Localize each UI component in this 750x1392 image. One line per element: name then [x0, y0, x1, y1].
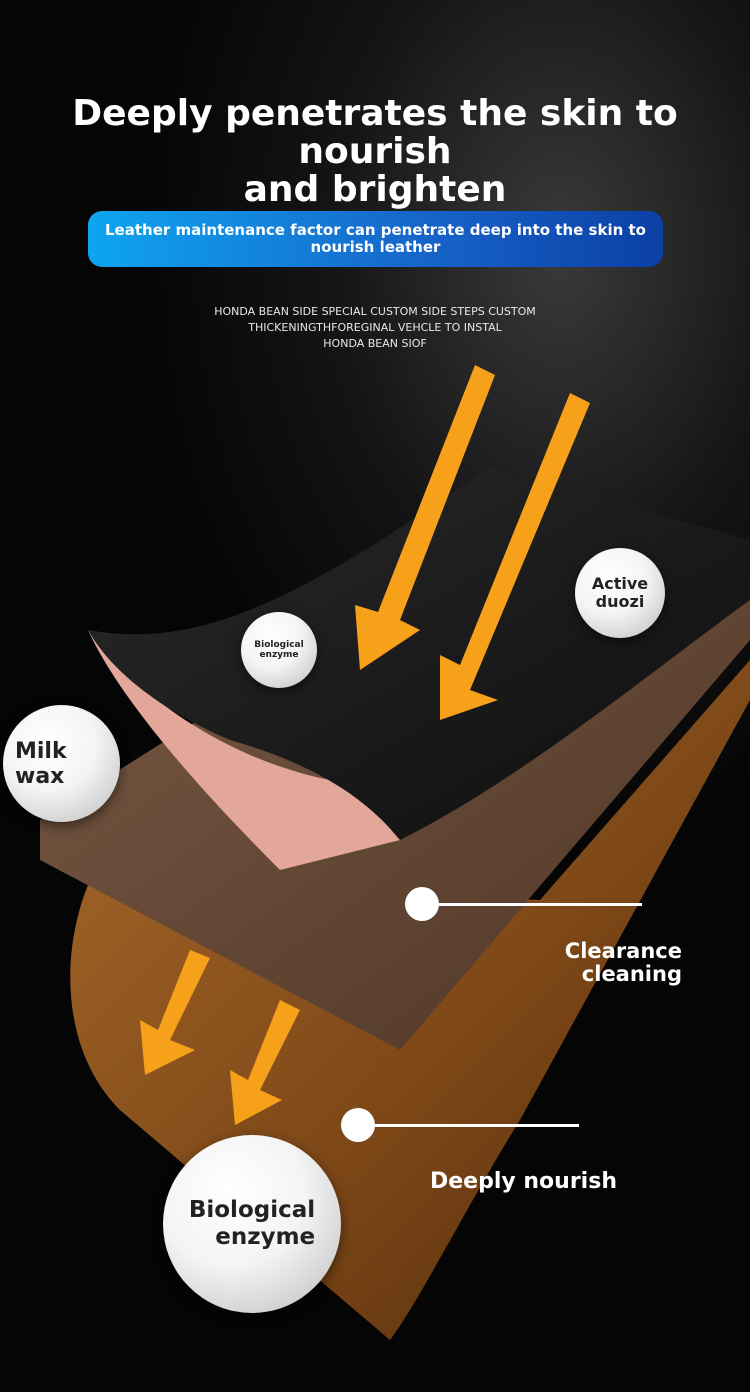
ball-label: Milk: [15, 738, 67, 764]
fine-print-line: THICKENINGTHFOREGINAL VEHCLE TO INSTAL: [248, 321, 502, 334]
fine-print-line: HONDA BEAN SIDE SPECIAL CUSTOM SIDE STEP…: [214, 305, 536, 318]
fine-print: HONDA BEAN SIDE SPECIAL CUSTOM SIDE STEP…: [150, 304, 600, 352]
ball-label: duozi: [595, 592, 645, 611]
pink-underside: [88, 630, 400, 870]
headline-line-2: and brighten: [243, 169, 507, 210]
clearance-leader-line: [430, 903, 642, 906]
deeply-nourish-label: Deeply nourish: [430, 1169, 617, 1194]
ball-label: wax: [15, 763, 65, 789]
ball-label: enzyme: [259, 650, 299, 660]
headline-line-1: Deeply penetrates the skin to nourish: [72, 93, 678, 172]
callout-line: Clearance: [564, 939, 682, 963]
banner-text: Leather maintenance factor can penetrate…: [105, 221, 646, 256]
nourish-leader-line: [365, 1124, 579, 1127]
black-top-layer: [88, 467, 750, 840]
ball-label: Biological: [188, 1197, 316, 1223]
fine-print-line: HONDA BEAN SIOF: [323, 337, 427, 350]
ball-label: Biological: [254, 640, 304, 650]
banner-pill: Leather maintenance factor can penetrate…: [88, 211, 663, 267]
headline: Deeply penetrates the skin to nourish an…: [0, 95, 750, 209]
ball-label: Active: [591, 574, 649, 593]
ball-label: enzyme: [215, 1224, 316, 1250]
callout-line: cleaning: [581, 962, 682, 986]
arrow-icon: [140, 365, 590, 1125]
